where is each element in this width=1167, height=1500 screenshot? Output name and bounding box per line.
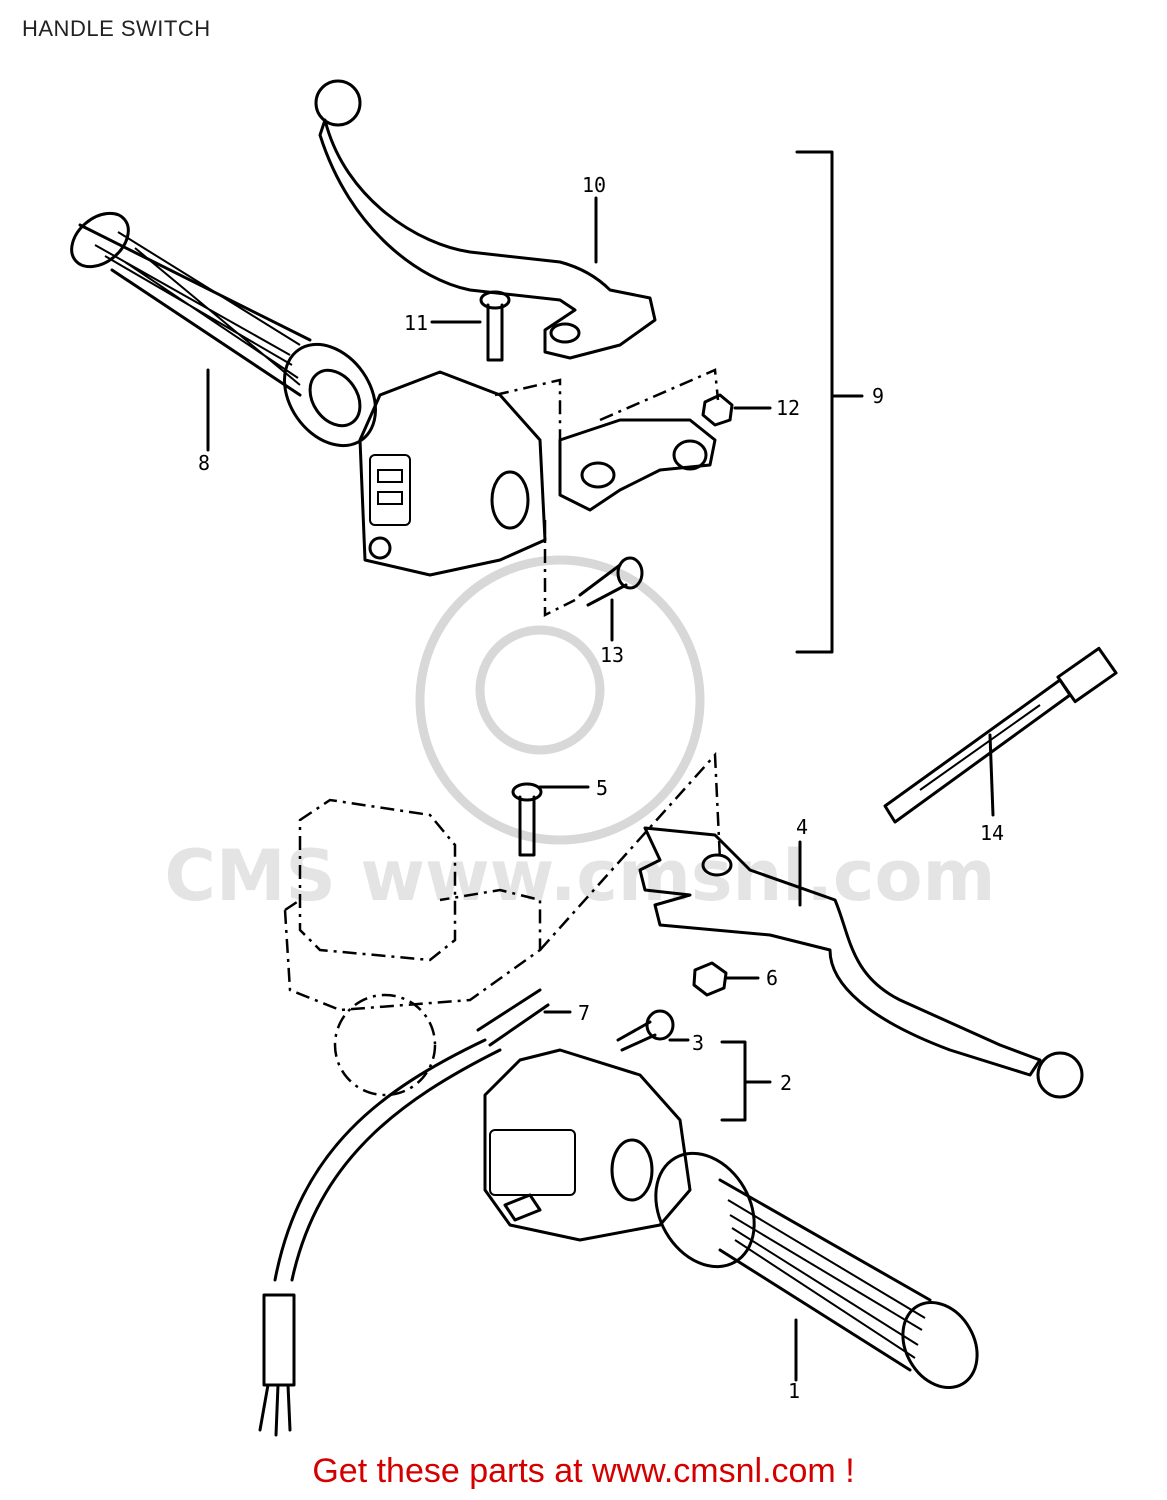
callout-5: 5 <box>596 776 608 800</box>
bracket-2 <box>720 1040 772 1122</box>
watermark-text: CMS www.cmsnl.com <box>165 835 996 917</box>
clutch-bracket <box>558 418 717 512</box>
callout-14: 14 <box>980 821 1004 845</box>
callout-7: 7 <box>578 1001 590 1025</box>
left-grip <box>70 211 377 448</box>
cable-tie <box>883 646 1118 824</box>
callout-8: 8 <box>198 451 210 475</box>
screw-3 <box>616 1009 675 1052</box>
callout-4: 4 <box>796 815 808 839</box>
assembly-guide <box>494 368 720 618</box>
left-switch-housing <box>358 370 547 577</box>
callout-9: 9 <box>872 384 884 408</box>
callout-12: 12 <box>776 396 800 420</box>
callout-13: 13 <box>600 643 624 667</box>
callout-10: 10 <box>582 173 606 197</box>
leader-lines <box>206 196 995 1382</box>
right-grip <box>654 1151 979 1390</box>
callout-3: 3 <box>692 1031 704 1055</box>
brake-lever <box>638 826 1084 1099</box>
callout-1: 1 <box>788 1379 800 1403</box>
watermark-logo: CMS www.cmsnl.com <box>165 555 996 917</box>
callout-11: 11 <box>404 311 428 335</box>
callout-2: 2 <box>780 1071 792 1095</box>
screw-13 <box>578 556 644 607</box>
bracket-9 <box>795 150 864 654</box>
footer-link[interactable]: Get these parts at www.cmsnl.com ! <box>312 1452 855 1490</box>
master-cylinder <box>283 798 542 1097</box>
callout-6: 6 <box>766 966 778 990</box>
clutch-lever <box>314 79 657 360</box>
nut-6 <box>692 961 728 997</box>
right-switch-housing <box>483 1048 692 1242</box>
brake-guide <box>539 751 722 951</box>
bolt-11 <box>479 290 511 362</box>
bolt-5 <box>511 782 543 857</box>
nut-12 <box>701 393 734 427</box>
brake-switch-cable <box>258 988 550 1437</box>
page-title: HANDLE SWITCH <box>22 16 211 41</box>
